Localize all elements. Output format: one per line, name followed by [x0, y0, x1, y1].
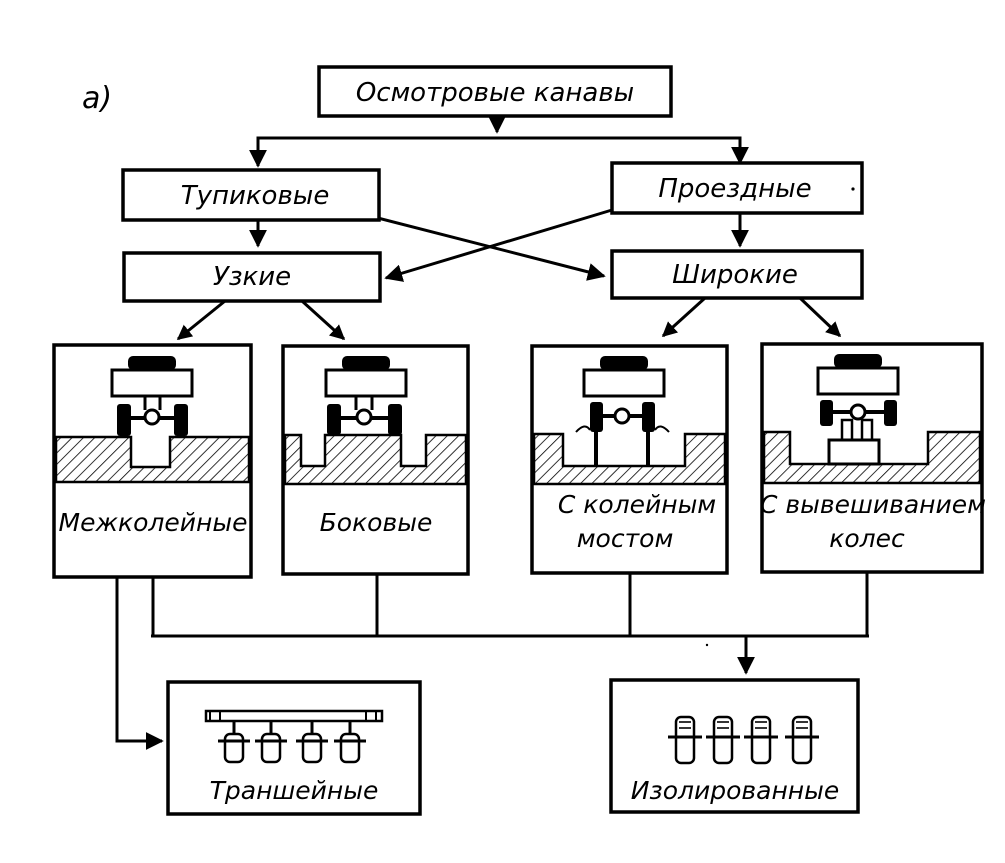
node-tupikovye-label: Тупиковые [181, 181, 330, 211]
root-connectors [249, 115, 749, 168]
node-proezdnye: Проездные [610, 161, 864, 215]
root-node: Осмотровые канавы [317, 65, 673, 118]
ground-profile [283, 433, 468, 486]
card-koleynyy-most-label-1: С колейным [558, 490, 716, 519]
figure-label: а) [82, 81, 112, 116]
root-label: Осмотровые канавы [356, 78, 634, 108]
card-koleynyy-most: С колейным мостом [530, 344, 729, 575]
level2-connectors [176, 296, 842, 341]
node-uzkie-label: Узкие [213, 262, 291, 292]
card-vyveshivanie-label-1: С вывешиванием [760, 490, 986, 519]
ground-profile [54, 435, 251, 484]
level1-connectors [249, 208, 749, 282]
ground-profile [762, 430, 982, 485]
card-mezhkoleynye-label: Межколейные [59, 508, 248, 537]
card-vyveshivanie-label-2: колес [829, 524, 905, 553]
node-proezdnye-label: Проездные [658, 174, 811, 204]
node-izolirovannye: Изолированные [609, 678, 860, 814]
card-bokovye-label: Боковые [320, 508, 433, 537]
card-vyveshivanie: С вывешиванием колес [760, 342, 986, 574]
card-mezhkoleynye: Межколейные [52, 343, 253, 579]
node-shirokie-label: Широкие [672, 260, 798, 290]
vehicle-illustration [110, 356, 194, 436]
node-transheynye: Траншейные [166, 680, 422, 816]
trench-illustration [204, 709, 384, 764]
isolated-pits-illustration [668, 715, 819, 765]
node-transheynye-label: Траншейные [210, 776, 379, 805]
node-shirokie: Широкие [610, 249, 864, 300]
level3-connectors [115, 572, 869, 750]
card-koleynyy-most-label-2: мостом [577, 524, 674, 553]
vehicle-illustration [324, 356, 408, 435]
vehicle-illustration [575, 356, 670, 466]
ground-profile [532, 432, 727, 486]
card-bokovye: Боковые [281, 344, 470, 576]
vehicle-illustration [816, 354, 900, 466]
node-izolirovannye-label: Изолированные [631, 776, 840, 805]
node-tupikovye: Тупиковые [121, 168, 381, 222]
node-uzkie: Узкие [122, 251, 382, 303]
